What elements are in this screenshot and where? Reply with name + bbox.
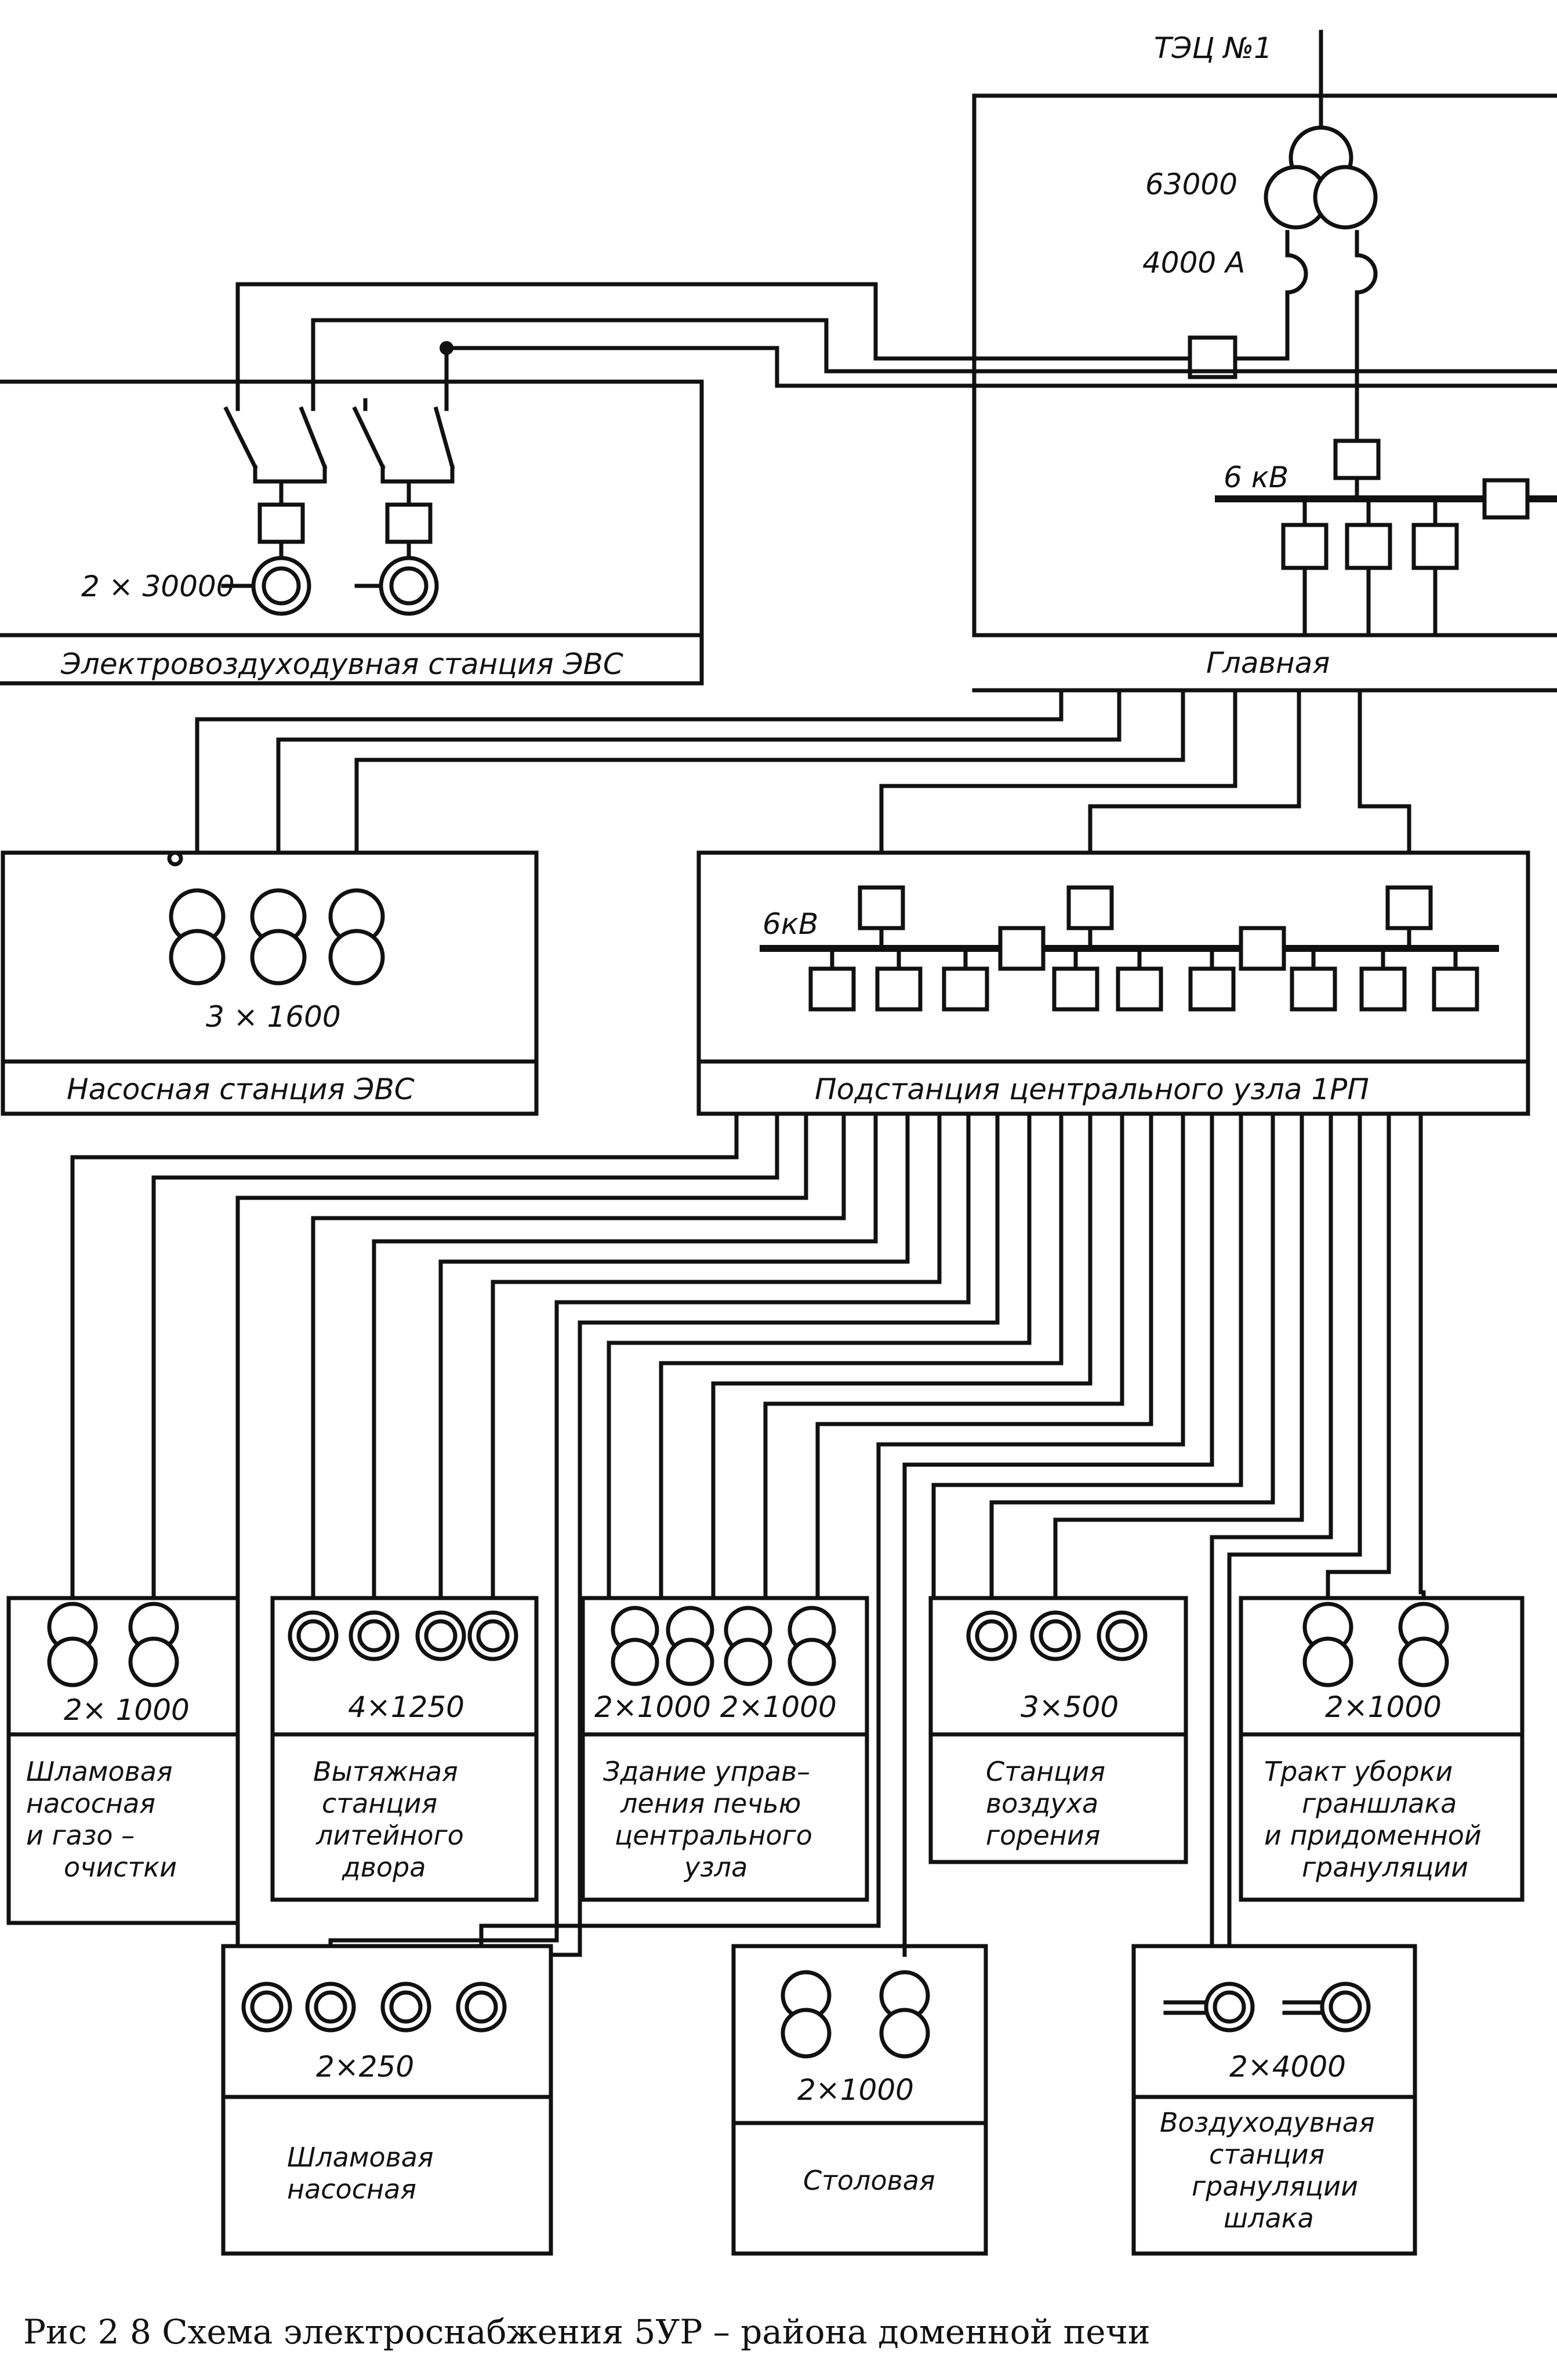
consumer-slag-rating: 2×1000 <box>1325 1690 1442 1724</box>
main-to-pump-feeders <box>195 688 1185 855</box>
consumer-air-line-3: горения <box>986 1820 1100 1851</box>
pump-transformers <box>169 888 385 986</box>
bottom-sludge-rating: 2×250 <box>316 2050 414 2084</box>
bottom-blower-line-3: грануляции <box>1192 2171 1358 2202</box>
main-bus-breakers <box>1281 497 1459 637</box>
consumer-control-line-3: центрального <box>615 1820 812 1851</box>
source-label: ТЭЦ №1 <box>1154 31 1272 65</box>
consumer-exhaust-rating: 4×1250 <box>348 1690 464 1724</box>
consumer-sludge-gas-line-3: и газо – <box>26 1820 135 1851</box>
consumer-air-rating: 3×500 <box>1021 1690 1119 1724</box>
consumer-sludge-gas: 2× 1000 Шламовая насосная и газо – очист… <box>6 1596 240 1925</box>
bottom-sludge-pump: 2×250 Шламовая насосная <box>221 1944 553 2256</box>
consumer-air-line-2: воздуха <box>986 1788 1098 1819</box>
pump-station-evs: Насосная станция ЭВС 3 × 1600 <box>1 850 539 1116</box>
source-feeder: ТЭЦ №1 <box>1154 30 1323 142</box>
consumer-slag-line-1: Тракт уборки <box>1264 1756 1453 1787</box>
consumer-slag-track: 2×1000 Тракт уборки граншлака и придомен… <box>1239 1596 1525 1902</box>
bottom-sludge-line-2: насосная <box>287 2173 416 2205</box>
bottom-canteen-rating: 2×1000 <box>797 2073 914 2107</box>
pump-station-evs-title: Насосная станция ЭВС <box>67 1073 415 1106</box>
bottom-blower-line-1: Воздуходувная <box>1160 2107 1375 2138</box>
main-reactor-rating: 4000 А <box>1142 246 1245 280</box>
consumer-slag-line-4: грануляции <box>1302 1852 1468 1883</box>
consumer-control-line-2: ления печью <box>620 1788 801 1819</box>
bottom-canteen: 2×1000 Столовая <box>731 1944 988 2256</box>
evs-switch-group-left <box>223 392 328 616</box>
evs-station: Электровоздуходувная станция ЭВС <box>0 379 704 686</box>
bottom-blower-station: 2×4000 Воздуходувная станция грануляции … <box>1131 1944 1417 2256</box>
consumer-control-line-1: Здание управ– <box>603 1756 810 1787</box>
consumer-sludge-gas-line-2: насосная <box>26 1788 155 1819</box>
main-transformer-rating: 63000 <box>1145 168 1237 201</box>
main-bus-voltage: 6 кВ <box>1224 461 1289 494</box>
consumer-slag-line-2: граншлака <box>1302 1788 1457 1819</box>
bottom-blower-line-4: шлака <box>1224 2203 1314 2234</box>
evs-machine-rating: 2 × 30000 <box>81 570 235 603</box>
bottom-blower-line-2: станция <box>1209 2139 1324 2170</box>
consumer-exhaust-line-3: литейного <box>315 1820 464 1851</box>
consumer-slag-line-3: и придоменной <box>1264 1820 1482 1851</box>
consumer-control-rating: 2×1000 2×1000 <box>594 1690 837 1724</box>
central-feeder-breakers <box>808 946 1479 1012</box>
consumer-exhaust-line-1: Вытяжная <box>313 1756 458 1787</box>
consumer-control-line-4: узла <box>683 1852 747 1883</box>
main-substation-title: Главная <box>1206 646 1330 680</box>
figure-caption: Рис 2 8 Схема электроснабжения 5УР – рай… <box>23 2312 1150 2352</box>
central-bus-voltage: 6кВ <box>763 907 818 941</box>
consumer-sludge-gas-line-1: Шламовая <box>26 1756 173 1787</box>
bottom-blower-rating: 2×4000 <box>1229 2050 1346 2084</box>
main-substation: Главная 63000 4000 А 6 кВ <box>235 93 1557 693</box>
main-to-central-feeders <box>879 688 1411 890</box>
consumer-exhaust-line-4: двора <box>342 1852 426 1883</box>
central-substation-title: Подстанция центрального узла 1РП <box>815 1073 1369 1106</box>
evs-title: Электровоздуходувная станция ЭВС <box>60 647 623 681</box>
consumer-control-building: 2×1000 2×1000 Здание управ– ления печью … <box>580 1596 869 1902</box>
bottom-canteen-line-1: Столовая <box>803 2165 935 2196</box>
consumer-air-line-1: Станция <box>986 1756 1105 1787</box>
central-substation: Подстанция центрального узла 1РП 6кВ <box>696 850 1530 1116</box>
consumer-sludge-gas-rating: 2× 1000 <box>64 1693 190 1727</box>
consumer-air-station: 3×500 Станция воздуха горения <box>928 1596 1188 1864</box>
main-transformer <box>1264 125 1378 230</box>
consumer-exhaust-line-2: станция <box>322 1788 437 1819</box>
bottom-sludge-line-1: Шламовая <box>287 2142 434 2173</box>
central-input-breakers <box>858 885 1433 951</box>
consumer-sludge-gas-line-4: очистки <box>64 1852 177 1883</box>
reactor-left <box>1285 230 1308 327</box>
consumer-exhaust-station: 4×1250 Вытяжная станция литейного двора <box>270 1596 539 1902</box>
pump-transformer-rating: 3 × 1600 <box>206 1000 341 1034</box>
evs-switch-group-right <box>352 398 455 616</box>
reactor-right <box>1355 230 1378 327</box>
central-sectional-breakers <box>998 926 1286 971</box>
